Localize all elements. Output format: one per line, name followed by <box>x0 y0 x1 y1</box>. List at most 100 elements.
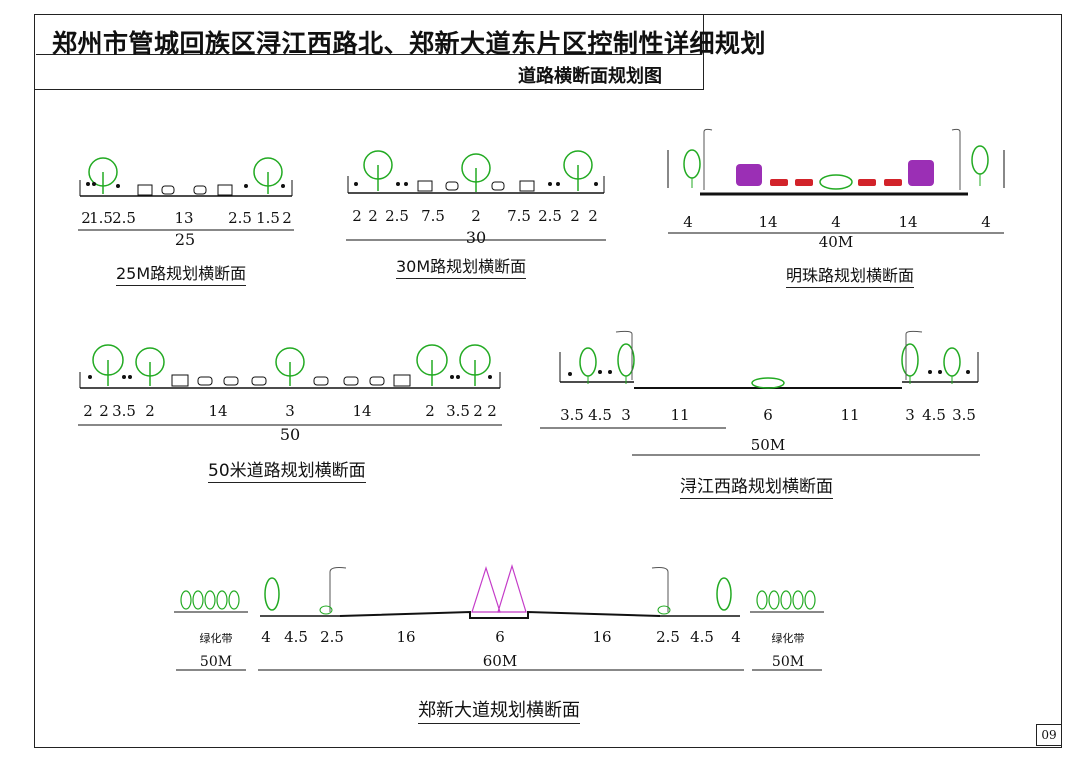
section-zhengxin <box>174 563 824 671</box>
bus-icon <box>736 164 762 186</box>
dimension-label: 4 <box>683 213 693 231</box>
dimension-label: 2 <box>425 402 435 420</box>
dimension-label: 2 <box>570 207 580 225</box>
tree-icon <box>92 344 124 386</box>
title-divider <box>36 54 702 55</box>
dimension-label: 16 <box>396 628 415 646</box>
total-width-25m: 25 <box>175 230 195 249</box>
dimension-label: 2 <box>83 402 93 420</box>
dimension-label: 2 <box>145 402 155 420</box>
dimension-label: 14 <box>758 213 777 231</box>
total-width-xunjiang: 50M <box>751 436 785 454</box>
section-25m <box>78 157 294 231</box>
tree-icon <box>943 347 961 384</box>
section-title-25m: 25M路规划横断面 <box>116 260 247 286</box>
dimension-label: 11 <box>670 406 689 424</box>
tree-icon <box>459 344 491 386</box>
green-belt-left-width: 50M <box>200 654 232 670</box>
total-width-mingzhu: 40M <box>819 233 853 251</box>
total-width-zhengxin: 60M <box>483 652 517 670</box>
drawing-subtitle: 道路横断面规划图 <box>518 66 662 87</box>
section-30m <box>346 150 606 241</box>
dimension-label: 2 <box>282 209 292 227</box>
shrub-icon <box>319 605 333 615</box>
streetlight-icon <box>329 567 669 612</box>
dimension-label: 4.5 <box>588 406 612 424</box>
dimension-label: 4.5 <box>690 628 714 646</box>
section-title-zhengxin: 郑新大道规划横断面 <box>418 696 580 724</box>
dimension-label: 14 <box>352 402 371 420</box>
pedestrian-icon <box>88 375 492 379</box>
dimension-label: 2.5 <box>656 628 680 646</box>
tree-icon <box>253 157 283 194</box>
median-shrub-icon <box>751 377 785 389</box>
streetlight-icon <box>615 330 923 380</box>
dimension-label: 4 <box>731 628 741 646</box>
section-xunjiang <box>540 330 980 456</box>
dimension-label: 2.5 <box>228 209 252 227</box>
dimension-label: 13 <box>174 209 193 227</box>
tree-icon <box>416 344 448 386</box>
dimension-label: 2 <box>487 402 497 420</box>
tree-icon <box>135 347 165 386</box>
dimension-labels-mingzhu: 4 14 4 14 4 <box>683 213 991 231</box>
dimension-label: 4.5 <box>284 628 308 646</box>
dimension-label: 14 <box>208 402 227 420</box>
tree-icon <box>363 150 393 191</box>
dimension-label: 4 <box>831 213 841 231</box>
dimension-label: 2 <box>588 207 598 225</box>
dimension-label: 16 <box>592 628 611 646</box>
green-belt-left-label: 绿化带 <box>200 631 233 645</box>
green-belt-right-label: 绿化带 <box>772 631 805 645</box>
tree-icon <box>901 343 919 384</box>
dimension-label: 1.5 <box>89 209 113 227</box>
section-50m <box>78 344 502 426</box>
car-icon <box>417 180 535 192</box>
dimension-label: 3.5 <box>952 406 976 424</box>
tree-icon <box>264 577 280 611</box>
dimension-label: 3 <box>285 402 295 420</box>
tree-icon <box>617 343 635 384</box>
car-icon <box>137 184 233 196</box>
shrub-icon <box>657 605 671 615</box>
dimension-label: 4.5 <box>922 406 946 424</box>
dimension-label: 1.5 <box>256 209 280 227</box>
pedestrian-icon <box>568 370 970 376</box>
shrub-row-icon <box>180 590 816 610</box>
dimension-label: 3 <box>905 406 915 424</box>
section-title-30m: 30M路规划横断面 <box>396 253 527 279</box>
dimension-label: 14 <box>898 213 917 231</box>
pedestrian-icon <box>354 182 598 186</box>
car-icon <box>171 374 411 387</box>
total-width-30m: 30 <box>466 228 486 247</box>
tree-icon <box>275 347 305 386</box>
tree-icon <box>579 347 597 384</box>
tree-icon <box>461 153 491 192</box>
road-surface <box>339 610 661 619</box>
dimension-label: 11 <box>840 406 859 424</box>
tree-icon <box>971 145 989 186</box>
dimension-label: 6 <box>763 406 773 424</box>
drawing-title: 郑州市管城回族区浔江西路北、郑新大道东片区控制性详细规划 <box>52 29 767 58</box>
green-belt-right-width: 50M <box>772 654 804 670</box>
total-width-50m: 50 <box>280 425 300 444</box>
section-title-xunjiang: 浔江西路规划横断面 <box>680 472 833 499</box>
dimension-label: 2 <box>471 207 481 225</box>
dimension-label: 2 <box>368 207 378 225</box>
dimension-label: 7.5 <box>421 207 445 225</box>
dimension-label: 2 <box>99 402 109 420</box>
section-title-50m: 50米道路规划横断面 <box>208 456 366 483</box>
dimension-label: 2 <box>81 209 91 227</box>
section-title-mingzhu: 明珠路规划横断面 <box>786 262 915 288</box>
dimension-label: 2 <box>473 402 483 420</box>
section-mingzhu <box>667 128 1005 234</box>
dimension-label: 4 <box>981 213 991 231</box>
dimension-label: 2.5 <box>112 209 136 227</box>
